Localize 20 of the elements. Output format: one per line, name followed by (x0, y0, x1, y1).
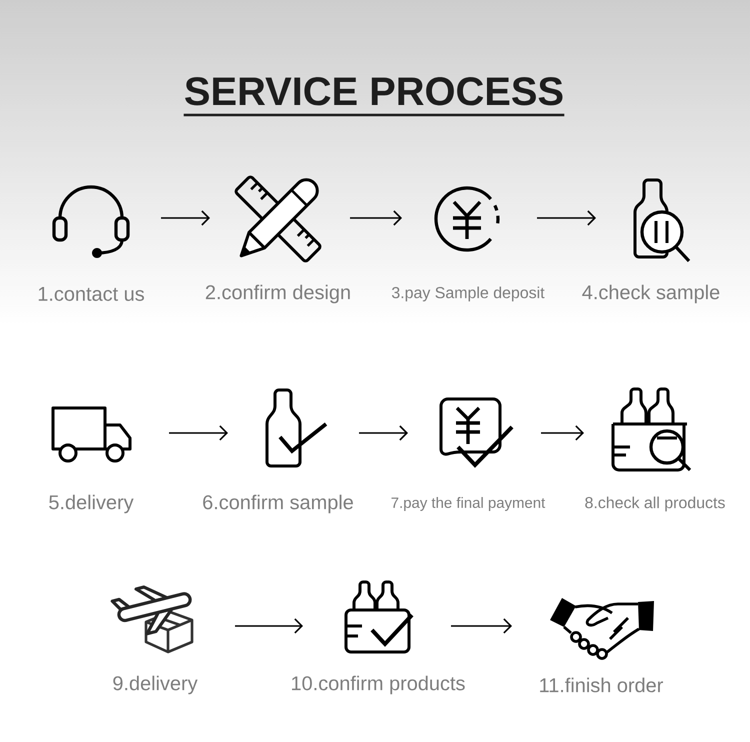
arrow (169, 425, 228, 441)
title: SERVICE PROCESS (184, 77, 564, 116)
step-label: 2.confirm design (206, 284, 350, 304)
step-label: 1.contact us (38, 287, 144, 301)
arrow (537, 210, 596, 226)
arrow (359, 425, 408, 441)
step-label: 7.pay the final payment (392, 497, 546, 511)
arrow (451, 618, 512, 634)
arrow (541, 425, 584, 441)
step-label: 10.confirm products (292, 676, 465, 694)
arrow (161, 210, 210, 226)
step-label: 9.delivery (113, 676, 198, 694)
step-label: 3.pay Sample deposit (392, 286, 544, 302)
step-label: 11.finish order (540, 678, 664, 692)
arrow (350, 210, 402, 226)
step-label: 8.check all products (585, 496, 725, 512)
step-label: 5.delivery (49, 494, 134, 514)
step-label: 6.confirm sample (203, 494, 353, 514)
arrow (235, 618, 303, 634)
step-label: 4.check sample (582, 284, 720, 304)
